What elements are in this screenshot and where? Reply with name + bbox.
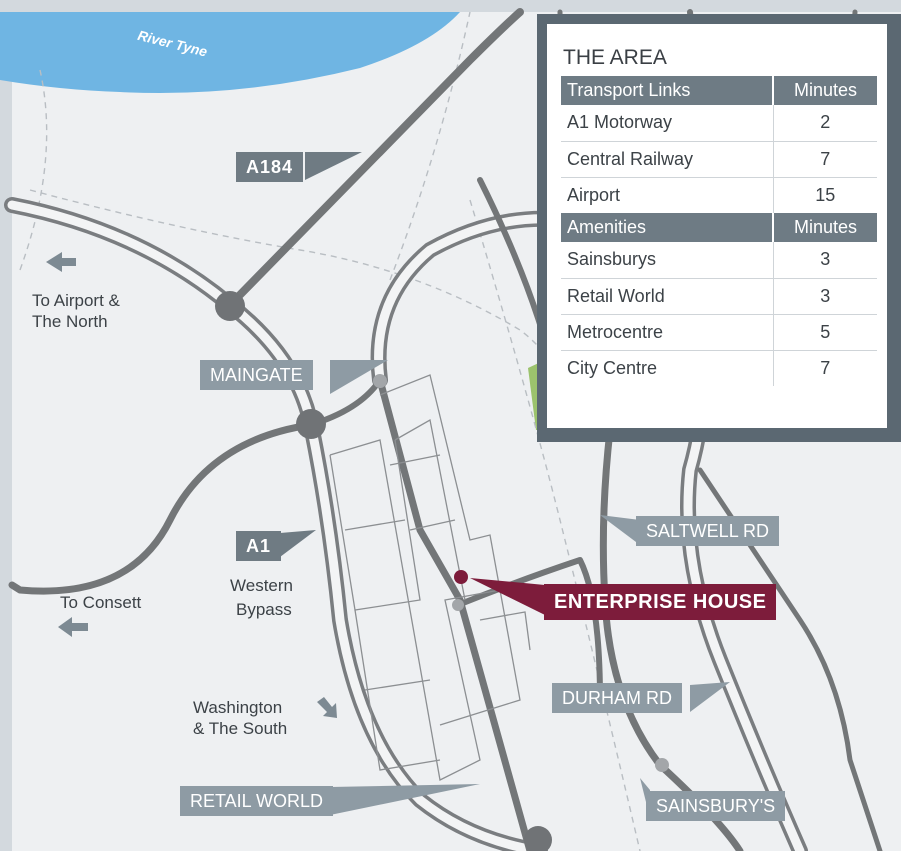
junction-small-1 xyxy=(373,374,387,388)
area-table: Transport Links Minutes A1 Motorway 2 Ce… xyxy=(561,76,877,386)
arrow-washington-icon xyxy=(317,697,337,718)
direction-arrows xyxy=(46,252,337,718)
table-row: A1 Motorway 2 xyxy=(561,105,877,142)
amenity-name: City Centre xyxy=(567,357,658,378)
amenity-minutes: 3 xyxy=(772,242,877,279)
junction-small-2 xyxy=(452,599,464,611)
table-row: City Centre 7 xyxy=(561,350,877,386)
rail-line-west xyxy=(19,69,48,271)
amenity-minutes: 5 xyxy=(772,314,877,351)
direction-washington-line1: Washington xyxy=(193,698,283,717)
amenities-header: Amenities xyxy=(561,213,773,242)
transport-header-row: Transport Links Minutes xyxy=(561,76,877,105)
junction-maingate-north xyxy=(215,291,245,321)
amenity-minutes: 7 xyxy=(772,350,877,386)
junctions xyxy=(215,291,669,851)
arrow-consett-icon xyxy=(58,617,88,637)
amenity-minutes: 3 xyxy=(772,278,877,315)
road-label-saltwell: SALTWELL RD xyxy=(636,516,780,546)
direction-airport-north-line1: To Airport & xyxy=(32,291,120,310)
road-label-maingate: MAINGATE xyxy=(200,360,313,390)
transport-minutes: 15 xyxy=(772,177,877,213)
river-tyne xyxy=(0,12,460,93)
enterprise-house-marker xyxy=(454,570,468,584)
western-bypass-line2: Bypass xyxy=(236,600,292,619)
road-label-a184: A184 xyxy=(236,152,304,182)
road-label-a1: A1 xyxy=(236,531,282,561)
rail-line-north xyxy=(389,11,471,281)
transport-header: Transport Links xyxy=(561,76,773,105)
direction-consett: To Consett xyxy=(60,593,142,612)
amenities-minutes-header: Minutes xyxy=(772,213,877,242)
transport-minutes: 7 xyxy=(772,141,877,178)
enterprise-house-label: ENTERPRISE HOUSE xyxy=(544,584,777,620)
area-panel: THE AREA Transport Links Minutes A1 Moto… xyxy=(537,14,901,442)
table-row: Sainsburys 3 xyxy=(561,242,877,279)
transport-name: Airport xyxy=(567,184,621,205)
transport-name: A1 Motorway xyxy=(561,105,773,142)
road-label-retail-world: RETAIL WORLD xyxy=(180,786,334,816)
transport-minutes: 2 xyxy=(772,105,877,142)
arrow-airport-north-icon xyxy=(46,252,76,272)
amenity-name: Metrocentre xyxy=(561,314,773,351)
junction-south xyxy=(524,826,552,851)
road-label-durham: DURHAM RD xyxy=(552,683,682,713)
western-bypass-line1: Western xyxy=(230,576,293,595)
area-panel-inner: THE AREA Transport Links Minutes A1 Moto… xyxy=(547,24,887,428)
table-row: Airport 15 xyxy=(561,177,877,213)
label-pointers xyxy=(280,152,730,818)
area-panel-title: THE AREA xyxy=(563,46,667,69)
table-row: Metrocentre 5 xyxy=(561,314,877,351)
industrial-estate-plots xyxy=(329,374,531,781)
direction-washington-line2: & The South xyxy=(193,719,288,738)
table-row: Central Railway 7 xyxy=(561,141,877,178)
table-row: Retail World 3 xyxy=(561,278,877,315)
rail-line-south xyxy=(469,199,641,851)
junction-maingate xyxy=(296,409,326,439)
transport-minutes-header: Minutes xyxy=(772,76,877,105)
amenities-header-row: Amenities Minutes xyxy=(561,213,877,242)
direction-airport-north-line2: The North xyxy=(32,312,108,331)
amenity-name: Retail World xyxy=(561,278,773,315)
amenity-name: Sainsburys xyxy=(561,242,773,279)
road-label-sainsburys: SAINSBURY'S xyxy=(646,791,786,821)
junction-small-3 xyxy=(655,758,669,772)
transport-name: Central Railway xyxy=(561,141,773,178)
